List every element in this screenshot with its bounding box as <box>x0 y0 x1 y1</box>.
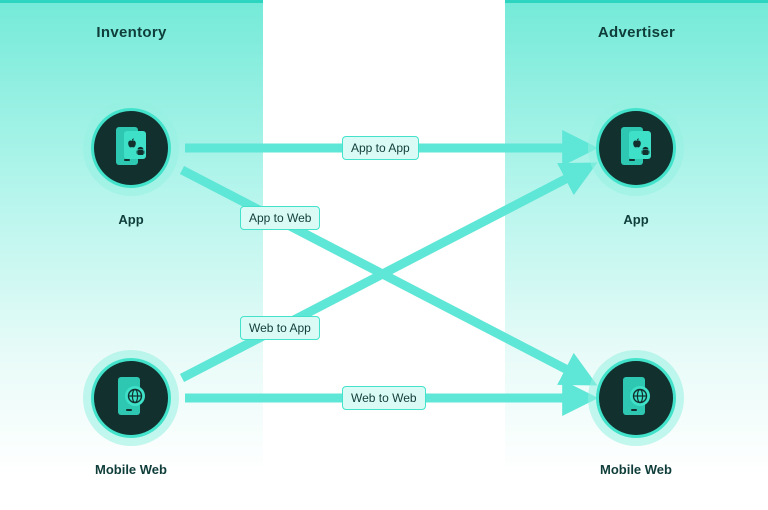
inventory-web-node <box>83 350 179 446</box>
mobile-web-icon <box>118 377 145 415</box>
web-to-app-label: Web to App <box>240 316 320 340</box>
inventory-title: Inventory <box>96 24 167 41</box>
advertiser-panel-topline <box>505 0 768 3</box>
mobile-web-icon <box>623 377 650 415</box>
advertiser-title: Advertiser <box>597 24 676 41</box>
inventory-app-label: App <box>118 212 144 227</box>
advertiser-app-label: App <box>623 212 649 227</box>
inventory-web-disc <box>94 361 168 435</box>
advertiser-web-node <box>588 350 684 446</box>
advertiser-web-disc <box>599 361 673 435</box>
advertiser-app-disc <box>599 111 673 185</box>
mobile-app-icon <box>116 127 146 165</box>
app-to-app-label: App to App <box>342 136 419 160</box>
advertiser-web-label: Mobile Web <box>600 462 672 477</box>
web-to-app-arrow <box>179 162 598 382</box>
app-to-web-label: App to Web <box>240 206 321 230</box>
mobile-app-icon <box>621 127 651 165</box>
advertiser-app-node <box>588 100 684 196</box>
inventory-panel-topline <box>0 0 263 3</box>
inventory-app-node <box>83 100 179 196</box>
inventory-app-disc <box>94 111 168 185</box>
web-to-web-label: Web to Web <box>342 386 426 410</box>
inventory-web-label: Mobile Web <box>95 462 167 477</box>
